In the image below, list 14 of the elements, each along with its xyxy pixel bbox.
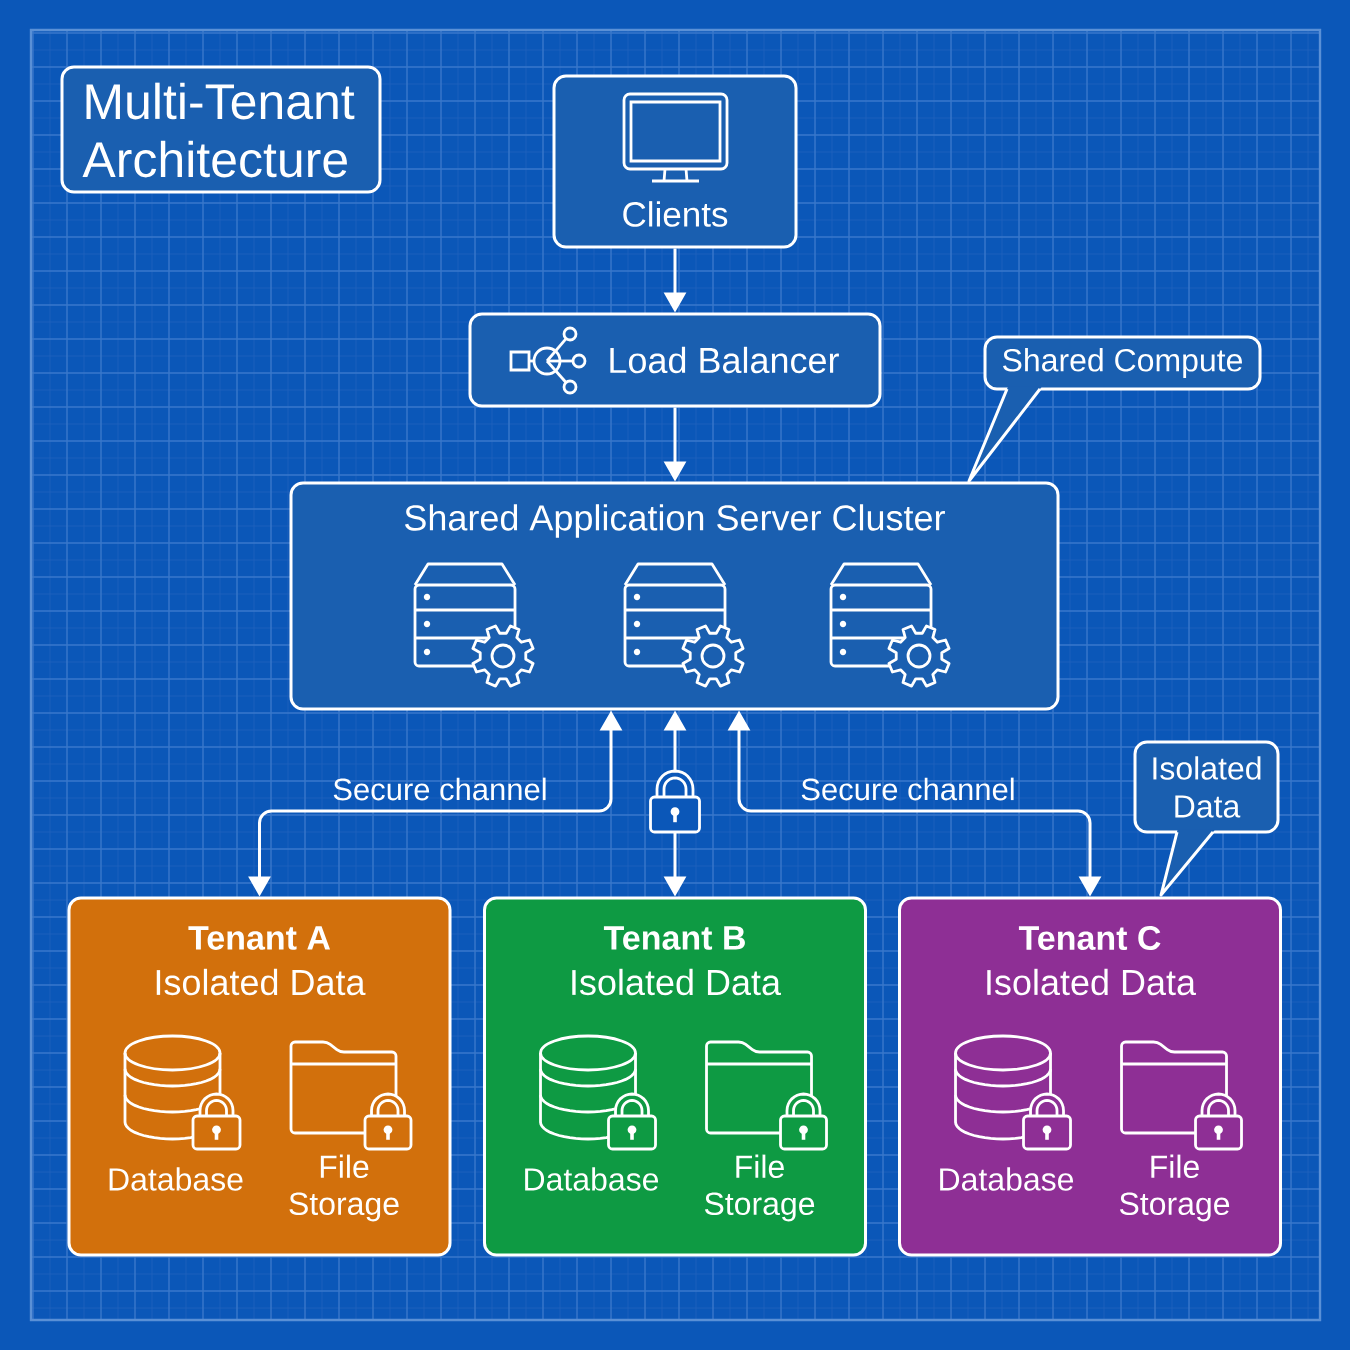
icon-caption: Database <box>940 1167 1074 1191</box>
icon-caption: File Storage <box>1119 1154 1230 1222</box>
title-box: Multi-Tenant Architecture <box>60 65 382 194</box>
icon-caption: Database <box>109 1167 243 1191</box>
edge-label: Secure channel <box>333 777 546 801</box>
callout-bubble: Shared Compute <box>967 335 1262 483</box>
icon-caption: File Storage <box>704 1154 815 1222</box>
callout-bubble: Isolated Data <box>1133 740 1280 897</box>
edge-label: Secure channel <box>801 777 1014 801</box>
icon-caption: File Storage <box>289 1154 399 1222</box>
load-balancer-box: Load Balancer <box>468 312 882 408</box>
icon-caption: Database <box>525 1167 659 1191</box>
client-box: Clients <box>552 74 798 249</box>
server-cluster-box: Shared Application Server Cluster <box>289 481 1060 711</box>
